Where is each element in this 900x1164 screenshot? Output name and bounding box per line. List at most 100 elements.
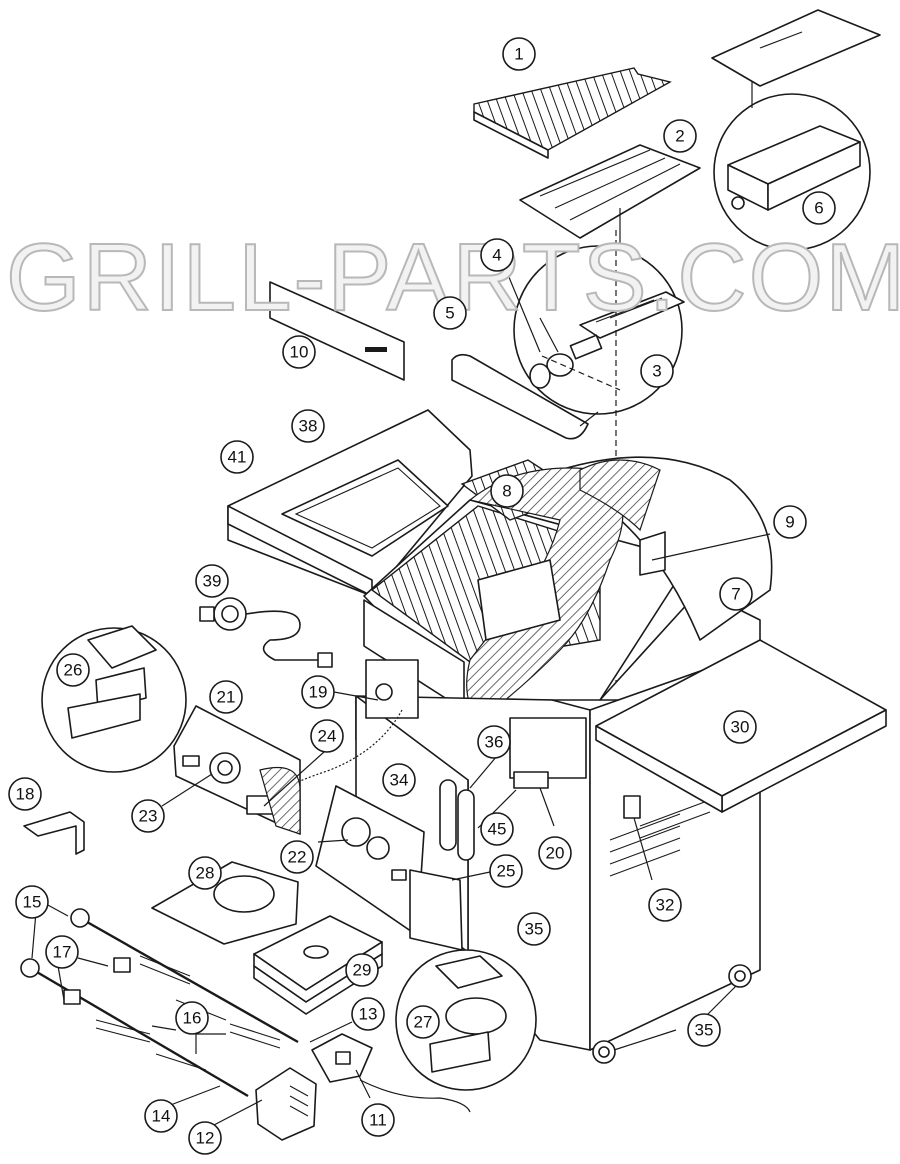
callout-27: 27 [406,1005,440,1039]
callout-38: 38 [291,409,325,443]
callout-14: 14 [144,1099,178,1133]
svg-text:14: 14 [152,1107,171,1126]
shelf-bracket-part [623,795,641,819]
svg-text:21: 21 [217,688,236,707]
callout-26: 26 [56,653,90,687]
side-burner-lid-part [711,9,881,87]
lid-handle-part [451,353,589,440]
callout-35-casters: 35 [687,1013,721,1047]
left-valve-manifold [365,659,419,719]
power-cord [359,1079,471,1113]
callout-21: 21 [209,680,243,714]
bottom-detail-circle [395,949,537,1091]
callout-41: 41 [220,440,254,474]
svg-text:41: 41 [228,448,247,467]
svg-text:2: 2 [675,127,684,146]
callout-24: 24 [310,719,344,753]
svg-text:34: 34 [390,771,409,790]
callout-9: 9 [773,505,807,539]
callout-23: 23 [131,799,165,833]
svg-text:35: 35 [525,920,544,939]
flavor-bar-part [519,144,701,239]
svg-text:32: 32 [656,896,675,915]
callout-10: 10 [282,335,316,369]
svg-text:11: 11 [369,1111,387,1130]
svg-text:15: 15 [23,893,42,912]
callout-20: 20 [538,836,572,870]
svg-text:39: 39 [203,572,222,591]
left-side-shelf [227,409,473,597]
callout-45: 45 [480,812,514,846]
callout-39: 39 [195,564,229,598]
callout-11: 11 [361,1103,395,1137]
callout-28: 28 [188,856,222,890]
left-control-panel-part [173,705,301,835]
side-burner-control-panel-part [315,785,425,937]
svg-text:5: 5 [445,304,454,323]
callout-29: 29 [345,953,379,987]
leader-lines [31,269,771,1127]
svg-text:13: 13 [359,1005,378,1024]
callout-17: 17 [45,935,79,969]
svg-text:10: 10 [290,343,309,362]
svg-text:20: 20 [546,844,565,863]
burner-dashed-guide [541,355,621,391]
callout-16: 16 [175,1001,209,1035]
svg-text:6: 6 [814,199,823,218]
svg-text:30: 30 [731,718,750,737]
cutaway-hatched-section [466,459,661,721]
callout-19: 19 [301,675,335,709]
side-burner-detail-circle [713,93,871,251]
callout-30: 30 [723,710,757,744]
lid-trim-strip-part [269,281,405,381]
callout-36: 36 [477,725,511,759]
callout-12: 12 [188,1121,222,1155]
callout-3: 3 [640,354,674,388]
callout-1: 1 [502,37,536,71]
svg-text:1: 1 [514,45,523,64]
svg-text:36: 36 [485,733,504,752]
svg-text:18: 18 [16,785,35,804]
svg-text:7: 7 [731,585,740,604]
svg-text:29: 29 [353,961,372,980]
rotisserie-spit-part [20,908,299,1098]
regulator-hose-part [199,597,333,668]
left-detail-circle [41,625,187,773]
callout-35-cabinet: 35 [517,912,551,946]
right-valve-manifold [509,717,587,789]
rotisserie-collar-part [63,957,131,1005]
svg-text:4: 4 [492,246,501,265]
svg-text:26: 26 [64,661,83,680]
door-handles-part [439,779,475,861]
callout-25: 25 [489,854,523,888]
svg-text:22: 22 [288,848,307,867]
svg-text:23: 23 [139,807,158,826]
grease-pans-stack-part [253,915,383,1015]
heat-shield-bracket-part [409,869,463,951]
rotisserie-motor-part [311,1033,373,1083]
callout-2: 2 [663,119,697,153]
callout-32: 32 [648,888,682,922]
motor-bracket-part [255,1067,317,1141]
svg-text:28: 28 [196,864,215,883]
grease-tray-part [151,861,299,945]
caster-wheels [592,964,752,1064]
callout-13: 13 [351,997,385,1031]
cooking-grate-part [473,67,672,159]
callout-6: 6 [802,191,836,225]
svg-text:27: 27 [414,1013,433,1032]
burner-detail-circle [513,245,685,415]
callout-22: 22 [280,840,314,874]
svg-text:16: 16 [183,1009,202,1028]
svg-text:3: 3 [652,362,661,381]
callout-5: 5 [433,296,467,330]
svg-text:8: 8 [502,482,511,501]
svg-text:12: 12 [196,1129,215,1148]
svg-text:17: 17 [53,943,72,962]
svg-text:45: 45 [488,820,507,839]
callout-34: 34 [382,763,416,797]
svg-text:19: 19 [309,683,328,702]
svg-text:35: 35 [695,1021,714,1040]
bracket-part-18 [23,811,85,855]
callout-18: 18 [8,777,42,811]
